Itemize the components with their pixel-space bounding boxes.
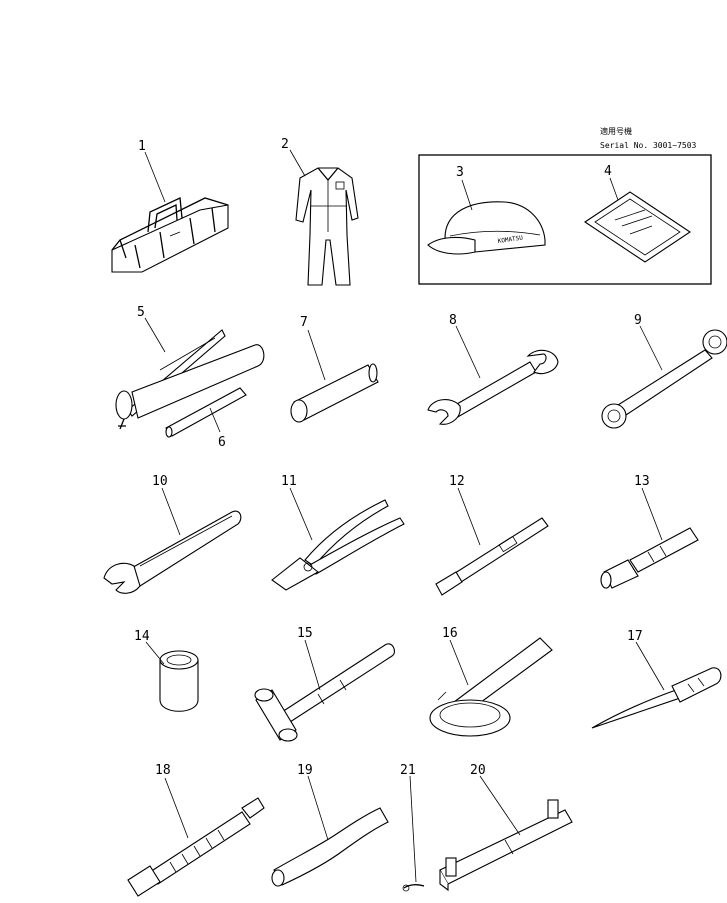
leader-12 [457, 487, 481, 546]
pin-drawing [402, 884, 425, 892]
leader-2 [289, 149, 306, 177]
socket-drawing [159, 650, 199, 712]
leader-15 [304, 639, 321, 691]
leader-7 [307, 329, 326, 381]
pliers-drawing [271, 499, 405, 591]
socket-bar-drawing [600, 527, 699, 589]
callout-17: 17 [627, 629, 643, 644]
leader-6 [209, 407, 221, 433]
callout-10: 10 [152, 474, 168, 489]
callout-1: 1 [138, 139, 146, 154]
tool-bag-drawing [111, 197, 229, 273]
scraper-drawing [591, 667, 722, 729]
pipe-drawing [271, 807, 389, 887]
hammer-drawing [254, 643, 395, 742]
callout-6: 6 [218, 435, 226, 450]
callout-9: 9 [634, 313, 642, 328]
serial-heading: 適用号機 [600, 126, 632, 136]
leader-1 [144, 151, 166, 203]
callout-15: 15 [297, 626, 313, 641]
cap-drawing: KOMATSU [427, 201, 546, 255]
callout-13: 13 [634, 474, 650, 489]
callout-21: 21 [400, 763, 416, 778]
callout-5: 5 [137, 305, 145, 320]
callout-14: 14 [134, 629, 150, 644]
callout-19: 19 [297, 763, 313, 778]
callout-7: 7 [300, 315, 308, 330]
callout-2: 2 [281, 137, 289, 152]
leader-19 [307, 775, 329, 841]
cap-marking: KOMATSU [497, 234, 523, 245]
leader-3 [461, 179, 473, 211]
cartridge-tube-drawing [290, 363, 379, 423]
callout-4: 4 [604, 164, 612, 179]
callout-12: 12 [449, 474, 465, 489]
leader-8 [455, 325, 481, 379]
leader-17 [635, 641, 665, 691]
leader-4 [609, 177, 619, 201]
serial-range: Serial No. 3001~7503 [600, 141, 697, 150]
leader-9 [639, 325, 663, 371]
spanner-tool-drawing [439, 799, 573, 892]
serial-group-box [418, 154, 712, 285]
box-wrench-drawing [601, 329, 727, 429]
leader-16 [449, 639, 469, 686]
callout-11: 11 [281, 474, 297, 489]
filter-wrench-drawing [429, 637, 553, 737]
callout-16: 16 [442, 626, 458, 641]
manual-drawing [584, 191, 691, 263]
leader-10 [161, 487, 181, 536]
extension-bar-drawing [435, 517, 549, 596]
coverall-drawing [295, 167, 359, 286]
long-extension-drawing [127, 797, 265, 897]
callout-3: 3 [456, 165, 464, 180]
callout-18: 18 [155, 763, 171, 778]
adjustable-wrench-drawing [103, 510, 242, 594]
leader-5 [144, 317, 166, 353]
grease-gun-drawing [115, 329, 265, 430]
leader-20 [479, 775, 521, 836]
leader-11 [289, 487, 313, 541]
grease-rod-drawing [165, 387, 247, 438]
open-end-wrench-drawing [427, 349, 559, 425]
leader-13 [641, 487, 663, 541]
leader-21 [409, 775, 417, 883]
callout-20: 20 [470, 763, 486, 778]
callout-8: 8 [449, 313, 457, 328]
leader-14 [145, 641, 165, 665]
leader-18 [164, 777, 189, 839]
